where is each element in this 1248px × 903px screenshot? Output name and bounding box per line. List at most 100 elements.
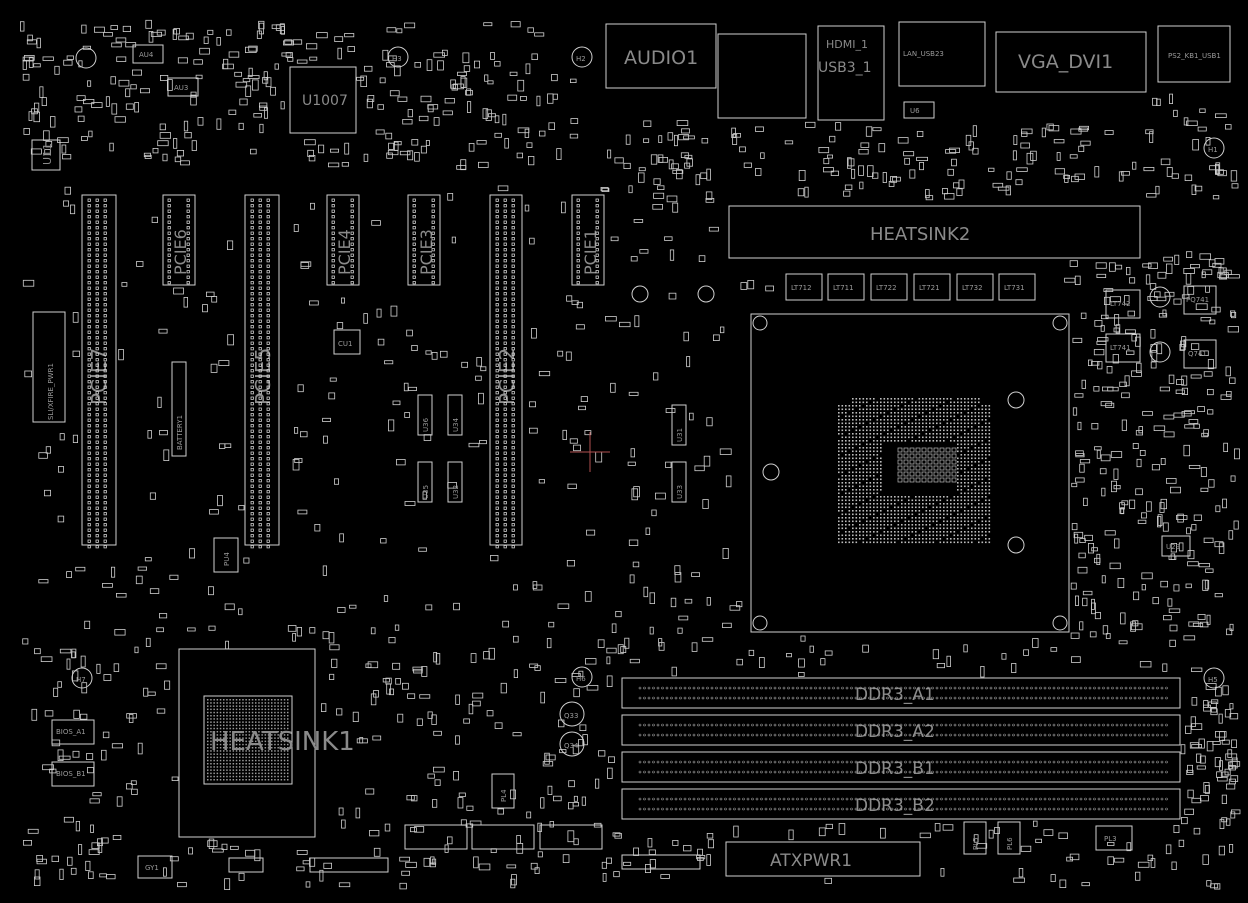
pcie-pin xyxy=(95,440,99,444)
pcie-pin xyxy=(503,374,507,378)
pch-ball xyxy=(277,711,279,714)
pch-heatsink[interactable]: HEATSINK1 xyxy=(178,648,355,838)
ddr-pin xyxy=(854,723,858,727)
u11-chip[interactable]: U11 xyxy=(31,139,61,171)
pcie4-slot[interactable]: PCIE4 xyxy=(326,194,360,286)
pch-ball xyxy=(251,705,254,707)
pch-ball xyxy=(280,753,283,755)
pcie-pin xyxy=(250,259,254,263)
smd-part xyxy=(162,867,167,877)
smd-part xyxy=(62,154,72,160)
ddr3-a1-slot[interactable]: DDR3_A1 xyxy=(621,677,1181,709)
ddr-pin xyxy=(818,686,822,690)
ddr-pin xyxy=(751,797,754,801)
pch-ball xyxy=(239,718,241,720)
pch-ball xyxy=(245,750,247,752)
cpu-pin xyxy=(950,429,952,432)
cpu-pin xyxy=(901,496,903,498)
ddr-pin xyxy=(715,770,718,774)
pch-ball xyxy=(235,756,238,759)
pcie-pin xyxy=(258,297,262,301)
ddr-pin xyxy=(782,723,786,727)
pcie7-slot[interactable]: PCIE7 xyxy=(81,194,117,546)
cpu-pin xyxy=(869,454,872,456)
cpu-pin xyxy=(978,534,980,537)
ddr-pin xyxy=(1070,760,1074,764)
cpu-pin xyxy=(887,541,889,544)
ddr-pin xyxy=(940,760,943,764)
cpu-pin xyxy=(978,457,980,460)
ddr-pin xyxy=(706,797,709,801)
ddr3-a2-slot[interactable]: DDR3_A2 xyxy=(621,714,1181,746)
cpu-pin xyxy=(845,503,847,505)
battery[interactable]: BATTERY1 xyxy=(171,361,187,457)
cpu-pin xyxy=(841,450,844,453)
pch-ball xyxy=(213,779,215,781)
ddr-pin xyxy=(1151,696,1155,700)
smd-part xyxy=(1145,274,1151,285)
pcie-pin xyxy=(250,352,254,356)
pcie1-slot[interactable]: PCIE1 xyxy=(571,194,605,286)
pch-ball xyxy=(245,705,247,707)
pcie-pin xyxy=(412,209,416,213)
u1007-chip[interactable]: U1007 xyxy=(289,66,357,134)
cpu-pin xyxy=(859,468,861,470)
pcie5-slot[interactable]: PCIE5 xyxy=(244,194,280,546)
smd-part xyxy=(72,750,80,758)
cpu-pin xyxy=(936,527,938,530)
pch-ball xyxy=(245,775,247,778)
cpu-center-pad xyxy=(951,459,957,465)
cpu-pin xyxy=(939,538,942,540)
ddr-pin xyxy=(769,696,772,700)
sli-xfire-pwr-connector[interactable]: SLI/XFIRE_PWR1 xyxy=(32,311,66,423)
ddr-pin xyxy=(827,723,831,727)
cpu-pin xyxy=(964,461,966,463)
smd-part xyxy=(1151,464,1160,471)
ddr-pin xyxy=(1070,686,1074,690)
cpu-pin xyxy=(929,510,931,512)
cpu-pin xyxy=(978,422,980,425)
smd-part xyxy=(1212,262,1222,268)
pch-ball xyxy=(280,721,283,723)
pcie3-slot[interactable]: PCIE3 xyxy=(407,194,441,286)
cpu-pin xyxy=(897,405,900,407)
smd-part xyxy=(34,648,41,655)
pcie2-slot[interactable]: PCIE2 xyxy=(489,194,523,546)
smd-part xyxy=(1212,741,1221,745)
smd-part xyxy=(1178,839,1185,847)
pcie-pin xyxy=(495,253,499,257)
smd-part xyxy=(1214,757,1221,768)
ddr-pin xyxy=(850,723,853,727)
ddr-pin xyxy=(1084,723,1087,727)
pch-ball xyxy=(232,708,235,711)
ddr-pin xyxy=(1079,686,1083,690)
smd-part xyxy=(1205,568,1214,573)
cpu-pin xyxy=(936,513,938,516)
cpu-pin xyxy=(915,419,917,421)
ddr3-b1-slot[interactable]: DDR3_B1 xyxy=(621,751,1181,783)
smd-part xyxy=(512,732,522,737)
cpu-pin xyxy=(974,468,977,470)
smd-part xyxy=(42,56,54,61)
smd-part xyxy=(81,24,87,34)
ddr3-b2-slot[interactable]: DDR3_B2 xyxy=(621,788,1181,820)
ddr-pin xyxy=(971,760,975,764)
ddr-pin xyxy=(706,686,709,690)
pcie6-slot[interactable]: PCIE6 xyxy=(162,194,196,286)
smd-part xyxy=(1191,697,1198,706)
cpu-pin xyxy=(985,510,987,512)
cpu-pin xyxy=(880,443,882,446)
pcie-pin xyxy=(103,490,107,494)
pcie-pin xyxy=(87,314,91,318)
cpu-pin xyxy=(890,405,893,407)
cpu-pin xyxy=(901,499,903,502)
pcie-pin xyxy=(331,275,335,279)
smd-part xyxy=(530,862,538,870)
smd-part xyxy=(678,615,689,621)
cpu-socket[interactable] xyxy=(750,313,1070,633)
ddr-pin xyxy=(652,733,655,737)
cpu-pin xyxy=(883,534,886,537)
smd-part xyxy=(388,637,396,644)
pch-ball xyxy=(267,743,270,746)
ddr-pin xyxy=(890,770,894,774)
